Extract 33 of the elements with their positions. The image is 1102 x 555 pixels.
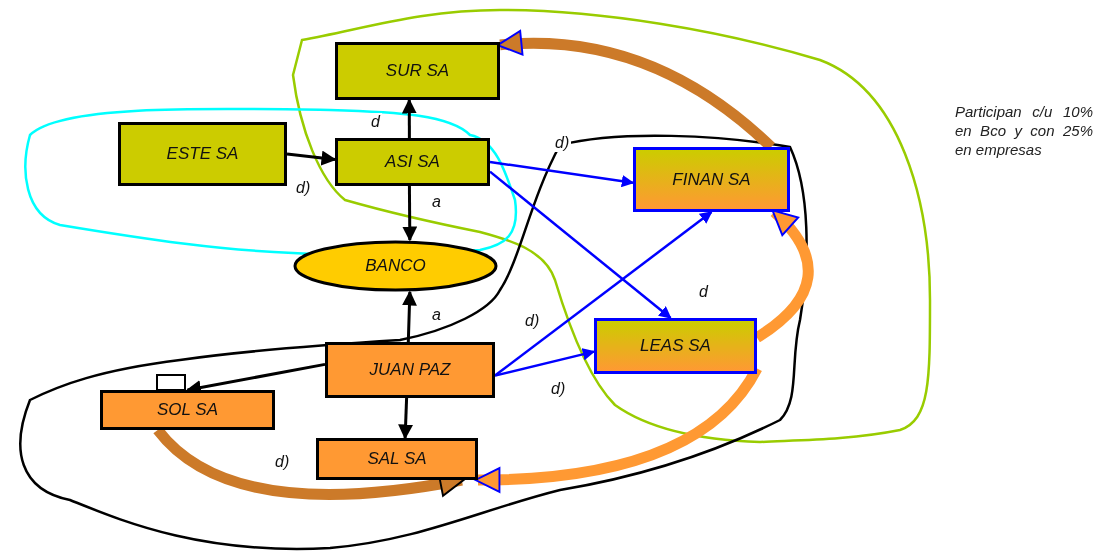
edge-label: d) bbox=[294, 179, 313, 197]
edge-label: d) bbox=[553, 134, 572, 152]
arrow bbox=[398, 397, 414, 440]
arrow bbox=[401, 290, 417, 343]
company-name: SOL SA bbox=[156, 400, 219, 420]
company-name: SUR SA bbox=[385, 61, 450, 81]
arrow bbox=[401, 98, 417, 138]
company-name: FINAN SA bbox=[672, 169, 751, 190]
company-name: ESTE SA bbox=[166, 144, 239, 164]
arrow bbox=[494, 211, 713, 377]
company-box bbox=[335, 138, 490, 186]
company-box bbox=[325, 342, 495, 398]
company-name: SAL SA bbox=[367, 449, 427, 469]
company-name: LEAS SA bbox=[640, 336, 711, 356]
arrow bbox=[489, 170, 672, 319]
company-box bbox=[633, 147, 790, 212]
edge-label: d) bbox=[523, 312, 542, 330]
arrow bbox=[402, 186, 418, 242]
company-box bbox=[594, 318, 757, 374]
company-box bbox=[118, 122, 287, 186]
bank-ellipse bbox=[293, 240, 498, 292]
company-box bbox=[335, 42, 500, 100]
company-box bbox=[316, 438, 478, 480]
company-box bbox=[100, 390, 275, 430]
arrow bbox=[286, 150, 337, 166]
company-name: JUAN PAZ bbox=[369, 360, 451, 380]
company-name: BANCO bbox=[365, 256, 426, 276]
edge-label: d) bbox=[549, 380, 568, 398]
arrow bbox=[489, 160, 635, 188]
company-name: ASI SA bbox=[385, 152, 440, 172]
arrow bbox=[494, 348, 596, 377]
letter-label: d) bbox=[275, 453, 290, 471]
note-text: Participan c/u 10% en Bco y con 25% en empresas bbox=[955, 102, 1093, 159]
